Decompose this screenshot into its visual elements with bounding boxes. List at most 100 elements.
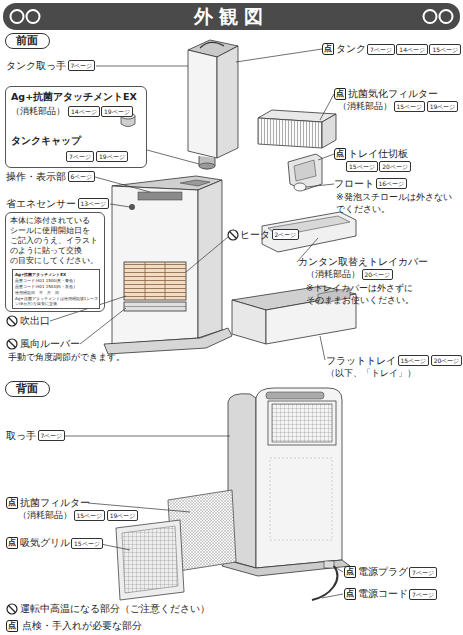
prohibit-symbol (228, 230, 238, 240)
part-label: Ag+抗菌アタッチメントEX (11, 91, 137, 102)
sticker-text: 使用開始日 年 月 日 (15, 290, 59, 295)
leader-line (320, 336, 325, 360)
label-row: 吹出口 (20, 315, 50, 326)
label-row: 省エネセンサー13ページ (6, 198, 109, 209)
part-label: 抗菌フィルター (20, 497, 90, 508)
label-row: 点抗菌気化フィルター (334, 88, 438, 100)
part-note: （消耗部品） (11, 106, 65, 117)
leader-line (147, 150, 199, 164)
caution-note: ※発泡スチロールは外さない でください。 (336, 191, 457, 215)
prohibit-symbol (7, 339, 17, 349)
label-row: 点吸気グリル15ページ (6, 537, 103, 549)
float (294, 183, 306, 191)
part-label: カンタン取替えトレイカバー (298, 256, 428, 267)
tank-cap-bottom (199, 163, 215, 169)
tank-side (217, 46, 238, 158)
heater-window (124, 262, 186, 300)
label-row: 手動で角度調節ができます。 (8, 352, 125, 363)
page-ref: 7ページ (367, 44, 395, 55)
band-circle (440, 10, 453, 23)
sticker-text: 品番コード:H01 1503(白・灰色) (15, 284, 75, 289)
leader-line (95, 177, 150, 192)
page-ref: 15ページ (346, 161, 378, 172)
section-heading: 背面 (5, 381, 50, 397)
label-row: タンク取っ手7ページ (6, 60, 95, 71)
part-label: フラットトレイ (326, 355, 396, 366)
page-ref: 15ページ (398, 355, 430, 366)
instruction-text: 本体に添付されている シールに使用開始日を ご記入のうえ、イラスト のように貼っ… (10, 216, 102, 266)
check-mark: 点 (344, 588, 356, 600)
label-row: 15ページ20ページ (346, 161, 411, 172)
tray-cover (262, 212, 356, 252)
section-heading-text: 前面 (6, 34, 48, 47)
tank-slot (180, 180, 210, 186)
intake-grill (116, 520, 184, 600)
label-row: （消耗部品）15ページ19ページ (338, 101, 458, 112)
part-label: フロート (334, 178, 374, 189)
part-note: （以下、「トレイ」） (326, 368, 416, 379)
tray-front (232, 300, 266, 344)
label-row: ヒータ2ページ (240, 229, 299, 240)
legend-text: 点検・手入れが必要な部分 (22, 620, 142, 631)
part-note: （消耗部品） (306, 269, 360, 280)
page-ref: 13ページ (78, 198, 110, 209)
prohibit-slash (9, 318, 16, 325)
page-ref: 19ページ (427, 101, 459, 112)
heater-divider (145, 262, 146, 300)
power-plug (324, 561, 334, 568)
page-ref: 15ページ (71, 538, 103, 549)
check-mark: 点 (344, 566, 356, 578)
power-cord (312, 566, 337, 600)
leader-line (186, 237, 228, 272)
part-label: 吹出口 (20, 315, 50, 326)
back-panel (270, 458, 332, 540)
page-ref: 19ページ (101, 106, 133, 117)
part-label: 電源コード (358, 588, 408, 599)
page-ref: 6ページ (68, 171, 96, 182)
check-mark: 点 (322, 43, 334, 55)
leader-line (306, 184, 334, 187)
page-ref: 19ページ (96, 151, 128, 162)
label-row: 点トレイ仕切板 (334, 148, 408, 160)
callout-box: Ag+抗菌アタッチメントEX（消耗部品）14ページ19ページタンクキャップ7ペー… (5, 86, 147, 168)
body-front (112, 186, 198, 344)
part-note: （消耗部品） (18, 510, 72, 521)
back-face (256, 388, 342, 568)
part-label: 取っ手 (6, 430, 36, 441)
intake-grill-mesh (122, 526, 178, 593)
sticker-text: Ag+抗菌アタッチメントは使用開始後1シーズン(6カ月)を目安に交換 (15, 296, 99, 306)
leader-line (96, 66, 188, 67)
page-ref: 20ページ (379, 161, 411, 172)
prohibit-symbol (7, 604, 17, 614)
tank-handle (200, 42, 224, 48)
label-row: 点タンク7ページ14ページ15ページ (322, 43, 461, 55)
label-row: フラットトレイ15ページ20ページ (326, 355, 462, 366)
back-base (222, 560, 350, 576)
part-label: 省エネセンサー (6, 198, 76, 209)
label-row: フロート16ページ (334, 178, 407, 189)
tray-divider (288, 154, 322, 190)
part-label: ヒータ (240, 229, 270, 240)
back-grille (272, 404, 332, 442)
louver (124, 302, 186, 311)
label-row: （消耗部品）20ページ (306, 269, 393, 280)
label-row: 操作・表示部6ページ (6, 171, 95, 182)
louver-slat (124, 306, 186, 307)
label-row: ※トレイカバーは外さずに そのままお使いください。 (306, 282, 419, 306)
heater-stripes (124, 262, 186, 300)
page-ref: 7ページ (68, 60, 96, 71)
page-ref: 7ページ (66, 151, 94, 162)
part-label: タンクキャップ (11, 135, 81, 146)
label-row: ※発泡スチロールは外さない でください。 (336, 191, 457, 215)
grille-frame (268, 401, 336, 445)
part-label: 操作・表示部 (6, 171, 66, 182)
part-label: 風向ルーバー (20, 338, 80, 349)
page-ref: 15ページ (429, 44, 461, 55)
label-row: 取っ手7ページ (6, 430, 65, 441)
sticker-text: Ag+抗菌アタッチメントEX (15, 272, 66, 277)
page-ref: 20ページ (362, 269, 394, 280)
leader-line (64, 436, 230, 437)
leader-line (322, 594, 343, 598)
prohibit-slash (230, 232, 237, 239)
sticker-text: 品番コード:H01 1500(黄・青色) (15, 278, 75, 283)
